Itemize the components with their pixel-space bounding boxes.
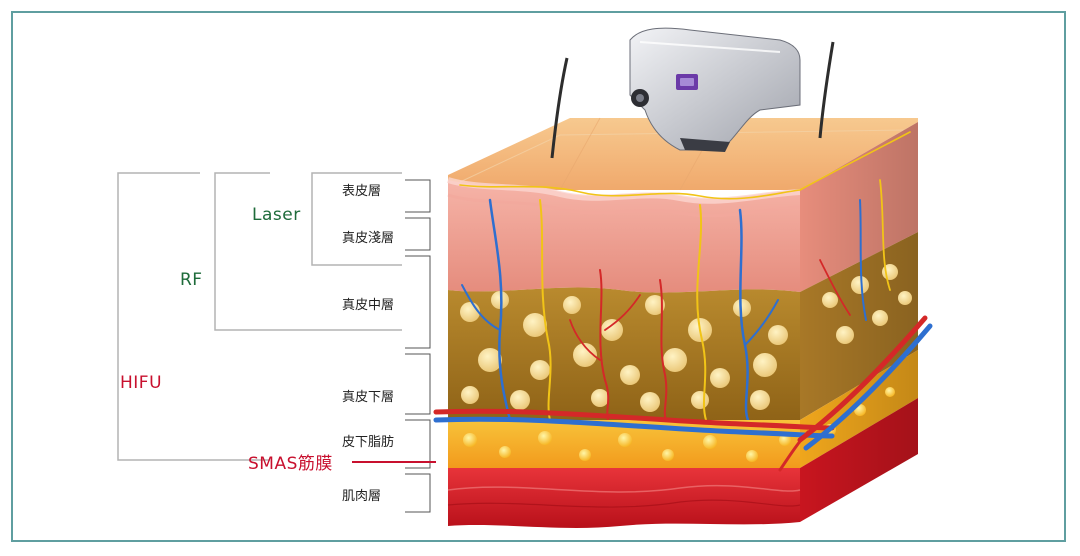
label-rf: RF [180,270,203,290]
label-smas: SMAS筋膜 [248,454,333,474]
hifu-bracket [117,172,270,461]
hair-right [818,41,835,139]
label-subcutaneous-fat: 皮下脂肪 [342,435,395,450]
label-superficial-dermis: 真皮淺層 [342,231,395,246]
muscle-front [448,468,800,528]
label-muscle: 肌肉層 [342,489,382,504]
hair-left [550,57,569,159]
label-middle-dermis: 真皮中層 [342,298,395,313]
vessels [459,131,911,422]
dermis-front [448,180,800,293]
layer-brackets [405,179,431,513]
laser-bracket [311,172,402,266]
rf-bracket [214,172,402,331]
label-laser: Laser [252,205,301,225]
diagram-frame [11,11,1066,542]
label-epidermis: 表皮層 [342,184,382,199]
label-hifu: HIFU [120,373,163,393]
tech-brackets [117,172,402,461]
label-deep-dermis: 真皮下層 [342,390,395,405]
skin-top-surface [448,118,918,190]
main-vessels [433,315,933,472]
treatment-device [629,27,801,152]
